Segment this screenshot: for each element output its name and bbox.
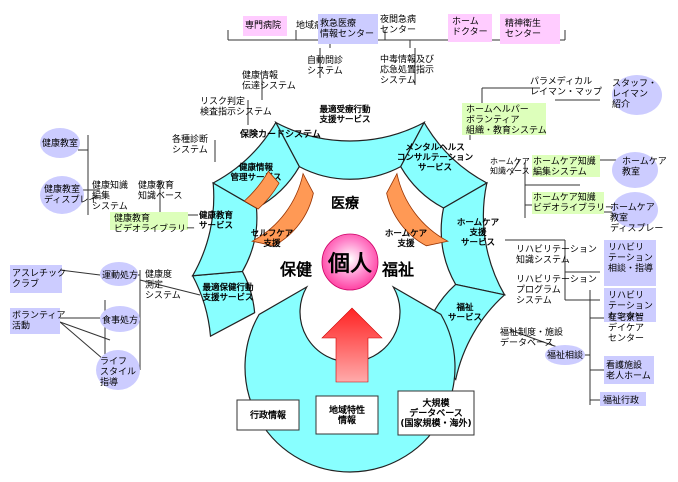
staff-intro: スタッフ・レイマン紹介 (612, 78, 657, 110)
welfare-label: 福祉 (381, 260, 414, 279)
data-source-label: 地域特性情報 (329, 404, 365, 426)
medical-label: 医療 (331, 195, 360, 212)
connector-line (509, 329, 561, 349)
center-individual: 個人 (321, 233, 383, 383)
homecare-classroom: ホームケア教室 (622, 156, 667, 178)
label-bubble (100, 262, 138, 286)
homecare-display: ホームケア教室ディスプレー (610, 202, 663, 234)
home-daycare-center: 在宅寮智デイケアセンター (608, 311, 644, 344)
label-bubble (100, 306, 140, 332)
homecare-kb: ホームケア知識ベース (490, 157, 530, 176)
nursing-home: 看護施設老人ホーム (606, 359, 651, 382)
data-source-label: 行政情報 (249, 409, 287, 421)
rehab-consult: リハビリテーション相談・指導 (608, 242, 653, 274)
data-source-box (315, 395, 379, 435)
outer-segment-label: 最適保健行動支援サービス (201, 282, 254, 303)
bottom-data-sources: 行政情報 地域特性情報 大規模データベース(国家規模・海外) (236, 390, 475, 436)
specialty-hospital: 専門病院 (245, 19, 281, 31)
health-edu-kb: 健康教育知識ベース (138, 179, 183, 202)
homecare-label: ホームケア支援 (385, 229, 428, 249)
label-bubble (612, 192, 658, 228)
info-transfer-system: 健康情報伝達システム (242, 69, 296, 92)
outer-segment (191, 270, 256, 338)
label-box (604, 356, 654, 384)
data-source-box (397, 390, 475, 436)
outer-segment-label: ホームケア支援サービス (457, 218, 500, 248)
welfare-consult: 福祉相談 (547, 349, 583, 361)
rehab-center: リハビリテーションセンター (608, 290, 653, 322)
diagnosis-system: 各種診断システム (172, 133, 208, 156)
welfare-admin: 福祉行政 (603, 394, 639, 406)
label-bubble (545, 345, 585, 365)
outer-segment-label: 福祉サービス (448, 302, 482, 323)
label-bubble (40, 128, 80, 158)
orange-support-bands: セルフケア支援 ホームケア支援 (243, 170, 449, 249)
outer-segment-label: 健康教育サービス (199, 210, 234, 231)
label-box (604, 240, 656, 286)
night-emergency-center: 夜間急病センター (380, 13, 416, 36)
label-box (10, 265, 62, 293)
center-label: 個人 (327, 252, 372, 277)
outer-segment-label: 健康情報管理サービス (230, 162, 281, 183)
lifestyle-guidance: ライフスタイル指導 (100, 356, 136, 388)
connector-line (59, 269, 101, 276)
risk-judge-system: リスク判定検査指示システム (200, 95, 272, 118)
label-bubble (96, 350, 140, 390)
outer-segment (211, 121, 300, 209)
volunteer-activity: ボランティア活動 (12, 310, 65, 332)
poison-info-system: 中毒情報及び応急処置指示システム (380, 53, 434, 86)
homecare-video-library: ホームケア知識ビデオライブラリー (533, 191, 614, 214)
welfare-database: 福祉制度・施設データベース (500, 326, 563, 349)
health-video-library: 健康教育ビデオライブラリー (114, 212, 195, 235)
data-source-box (236, 399, 300, 431)
label-bubble (612, 75, 662, 115)
home-helper-system: ホームヘルパーボランティア組織・教育システム (466, 104, 547, 136)
health-label: 保健 (279, 260, 312, 279)
label-box (532, 192, 604, 214)
auto-interview-system: 自動問診システム (307, 54, 343, 77)
paramedical-map: パラメディカルレイマン・マップ (530, 75, 602, 98)
label-box (532, 155, 600, 177)
outer-segment-label: 最適受療行動支援サービス (318, 104, 371, 125)
label-box (318, 14, 378, 44)
label-box (462, 103, 546, 135)
label-box (600, 392, 646, 406)
diet-prescription: 食事処方 (102, 314, 138, 326)
label-box (604, 288, 656, 322)
selfcare-label: セルフケア支援 (251, 229, 294, 249)
system-labels: 専門病院地域病院救急医療情報センター夜間急病センターホームドクター精神衛生センタ… (10, 13, 667, 406)
emergency-center: 救急医療情報センター (320, 17, 374, 40)
center-circle (321, 233, 379, 291)
label-box (448, 14, 492, 42)
health-classroom: 健康教室 (42, 137, 78, 149)
selfcare-band (251, 172, 314, 247)
outer-segment-label: メンタルヘルスコンサルテーションサービス (397, 142, 474, 173)
health-card-system: 保険カードシステム (239, 128, 321, 140)
label-bubble (40, 176, 84, 214)
label-box (500, 14, 560, 44)
label-box (243, 16, 287, 36)
data-source-label: 大規模データベース(国家規模・海外) (400, 397, 471, 429)
health-measure-system: 健康度測定システム (145, 268, 181, 301)
mental-health-center: 精神衛生センター (505, 17, 541, 40)
label-box (10, 308, 60, 334)
athletic-club: アスレチッククラブ (12, 268, 66, 290)
connector-line (509, 159, 521, 176)
label-bubble (612, 152, 658, 188)
health-display: 健康教室ディスプレイ (44, 183, 97, 206)
health-card-band (243, 170, 280, 210)
rehab-program-system: リハビリテーションプログラムシステム (516, 274, 597, 306)
label-box (110, 212, 188, 230)
homecare-band (386, 172, 449, 247)
connector-line (59, 321, 111, 341)
home-doctor: ホームドクター (452, 16, 488, 38)
exercise-prescription: 運動処方 (102, 269, 138, 281)
up-arrow (321, 307, 383, 383)
health-edit-system: 健康知識編集システム (92, 179, 128, 212)
rehab-knowledge-system: リハビリテーション知識システム (516, 244, 597, 266)
homecare-edu-system: ホームケア知識編集システム (533, 155, 596, 178)
connector-line (139, 279, 201, 296)
